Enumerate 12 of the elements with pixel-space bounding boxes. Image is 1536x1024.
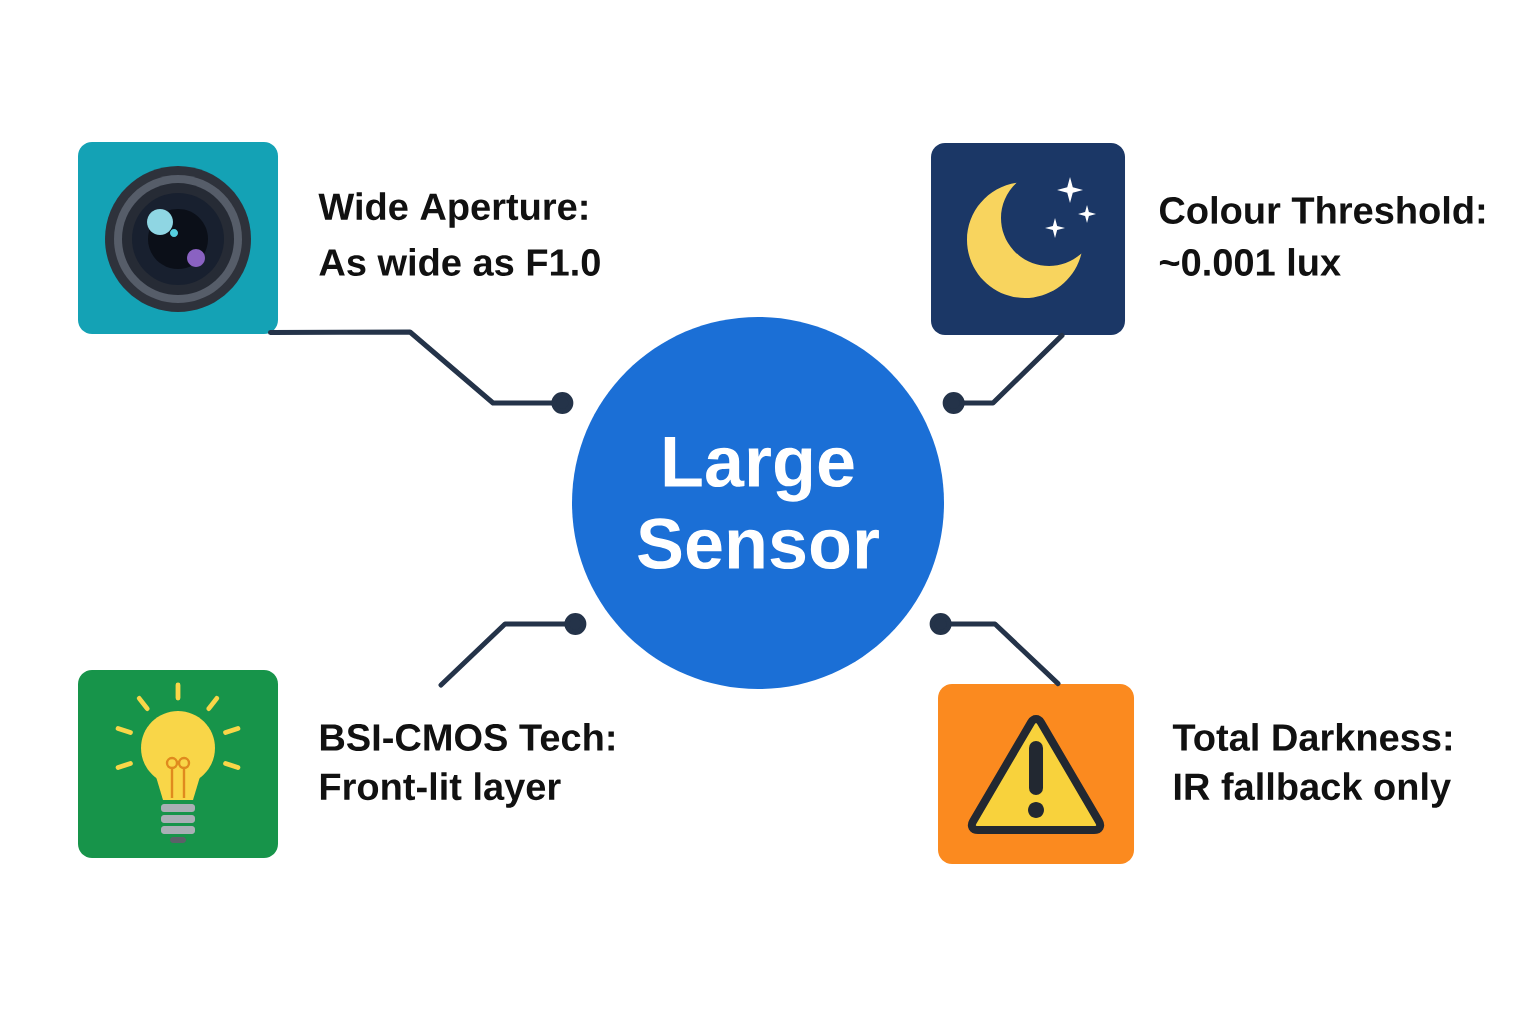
connector-line [438, 613, 587, 688]
feature-value: As wide as F1.0 [319, 248, 600, 276]
feature-title: Colour Threshold: [1160, 196, 1485, 224]
feature-title: Total Darkness: [1172, 723, 1451, 751]
feature-value: ~0.001 lux [1159, 248, 1341, 276]
feature-value: Front-lit layer [320, 772, 561, 808]
feature-title: BSI-CMOS Tech: [320, 723, 614, 751]
connector-line [929, 613, 1061, 687]
feature-title: Wide Aperture: [318, 192, 587, 228]
connector-line [267, 329, 574, 414]
feature-value: IR fallback only [1174, 772, 1451, 808]
connector-line [942, 332, 1065, 414]
